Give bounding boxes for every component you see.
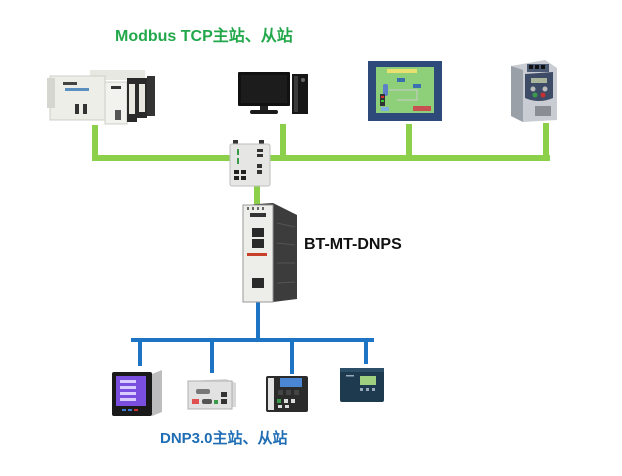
rtu-module-icon[interactable] <box>186 375 238 411</box>
ethernet-switch-icon[interactable] <box>229 140 273 188</box>
pc-device-icon[interactable] <box>236 68 318 116</box>
ethernet-drop-plc <box>92 125 98 161</box>
ethernet-bus-horizontal <box>92 155 550 161</box>
serial-drop-rtu <box>210 338 214 373</box>
modbus-network-label: Modbus TCP主站、从站 <box>115 28 293 45</box>
serial-drop-meter <box>138 338 142 366</box>
hmi-device-icon[interactable] <box>367 60 443 122</box>
ethernet-link-gateway <box>254 185 260 205</box>
serial-link-gateway <box>256 300 260 342</box>
controller-unit-icon[interactable] <box>338 364 388 404</box>
plc-device-icon[interactable] <box>45 68 163 128</box>
ethernet-drop-pc <box>280 124 286 161</box>
ethernet-drop-hmi <box>406 124 412 161</box>
vfd-device-icon[interactable] <box>505 58 563 124</box>
gateway-device-icon[interactable] <box>241 203 299 303</box>
serial-drop-controller <box>364 338 368 364</box>
ethernet-drop-vfd <box>543 123 549 161</box>
dnp3-network-label: DNP3.0主站、从站 <box>160 430 288 447</box>
serial-bus-horizontal <box>131 338 374 342</box>
power-meter-icon[interactable] <box>110 368 164 418</box>
protection-relay-icon[interactable] <box>264 374 312 414</box>
serial-drop-relay <box>290 338 294 374</box>
gateway-label: BT-MT-DNPS <box>304 236 402 253</box>
